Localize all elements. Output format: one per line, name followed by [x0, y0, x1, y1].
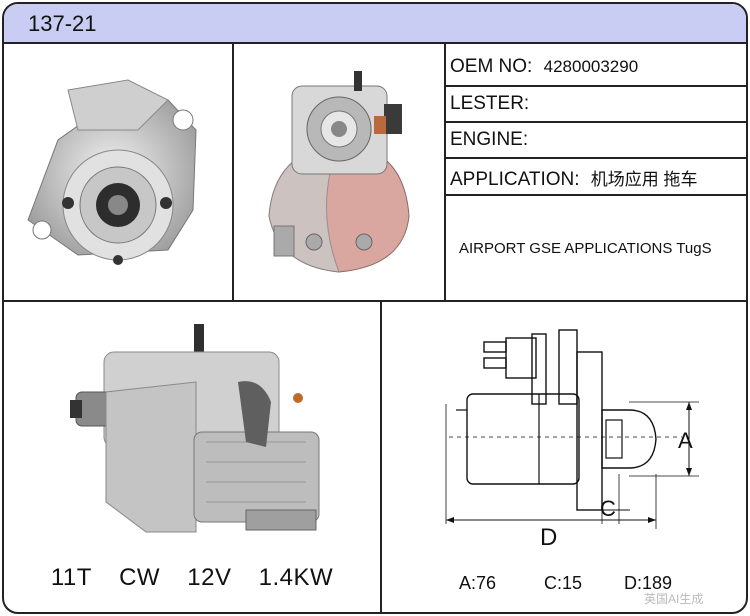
oem-value: 4280003290	[543, 57, 639, 76]
starter-front-photo	[18, 70, 218, 280]
engine-row: ENGINE:	[450, 129, 746, 151]
divider	[444, 85, 746, 87]
divider	[444, 194, 746, 196]
lester-row: LESTER:	[450, 93, 746, 115]
dim-a-value: A:76	[459, 573, 497, 593]
divider	[444, 44, 446, 302]
divider	[4, 300, 746, 302]
spec-voltage: 12V	[187, 564, 232, 591]
divider	[380, 302, 382, 612]
application-text: AIRPORT GSE APPLICATIONS TugS	[459, 240, 712, 257]
application-row: APPLICATION: 机场应用 拖车	[450, 165, 746, 191]
lester-label: LESTER:	[450, 93, 530, 114]
part-number: 137-21	[28, 11, 97, 36]
specs-row: 11T CW 12V 1.4KW	[4, 564, 380, 592]
starter-side-photo	[66, 322, 328, 542]
dimension-diagram: A C D	[434, 324, 724, 552]
application-value: 机场应用 拖车	[590, 170, 698, 189]
oem-row: OEM NO: 4280003290	[450, 56, 746, 78]
divider	[444, 157, 746, 159]
header-bar: 137-21	[4, 4, 746, 44]
spec-power: 1.4KW	[258, 564, 334, 591]
divider	[232, 44, 234, 302]
label-a: A	[678, 428, 693, 453]
watermark: 英国AI生成	[644, 592, 704, 606]
application-label: APPLICATION:	[450, 169, 580, 190]
spec-teeth: 11T	[50, 564, 92, 591]
dim-c-value: C:15	[544, 573, 583, 593]
divider	[444, 121, 746, 123]
label-d: D	[536, 524, 562, 552]
dim-d-value: D:189	[624, 573, 673, 593]
engine-label: ENGINE:	[450, 129, 529, 150]
starter-rear-photo	[254, 66, 434, 278]
label-c: C	[600, 496, 616, 521]
spec-rotation: CW	[119, 564, 161, 591]
oem-label: OEM NO:	[450, 56, 533, 77]
